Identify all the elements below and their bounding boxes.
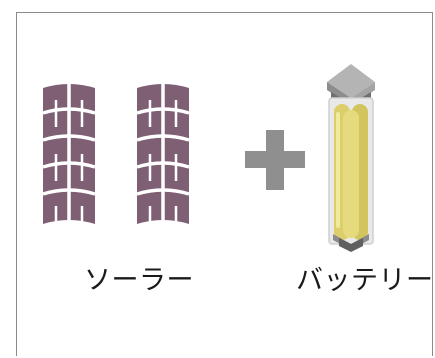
- solar-panel-icon: [42, 84, 96, 224]
- plus-icon: [245, 130, 305, 190]
- battery-label: バッテリー: [296, 265, 434, 296]
- diagram-frame: [16, 12, 433, 356]
- solar-label: ソーラー: [84, 265, 194, 296]
- battery-icon: [327, 64, 375, 252]
- solar-panel-icon: [136, 84, 190, 224]
